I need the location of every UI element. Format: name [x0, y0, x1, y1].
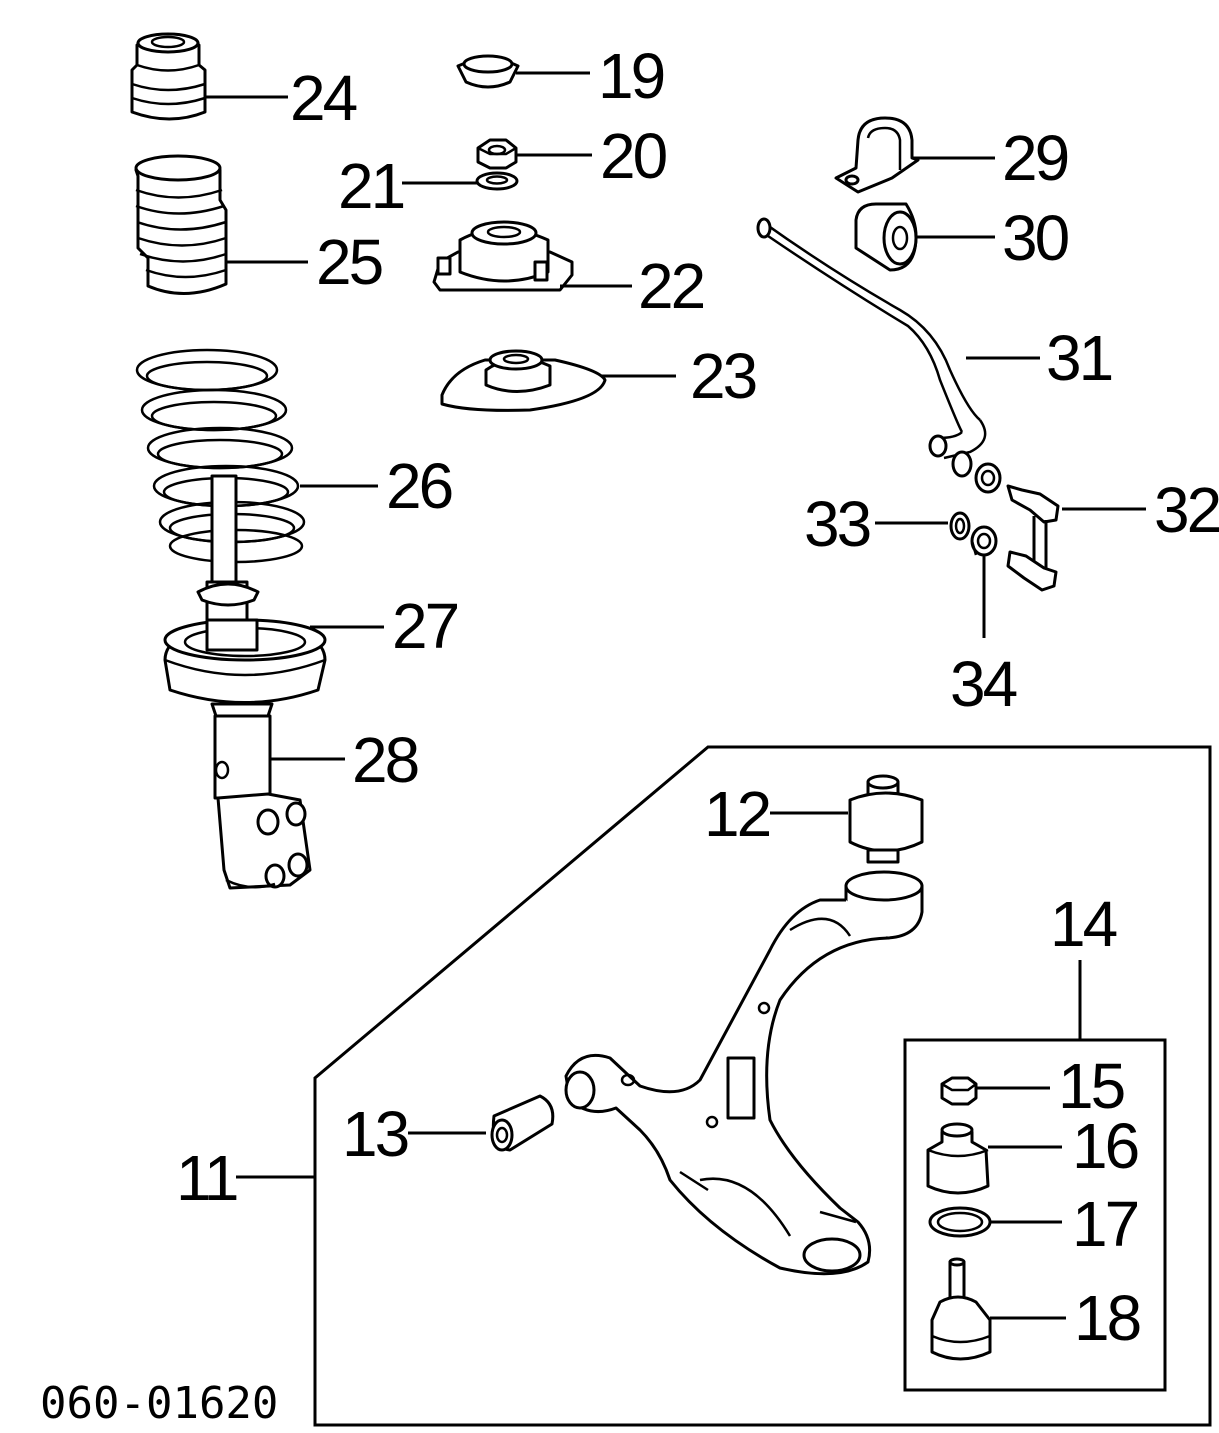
nut-part — [476, 138, 518, 170]
ball-joint-nut-part — [940, 1076, 978, 1106]
strut-spring-seat-part — [163, 580, 327, 704]
control-arm-rear-bushing-part — [848, 774, 924, 864]
strut-body-part — [210, 702, 312, 890]
control-arm-group-frame — [313, 745, 1212, 1427]
coil-spring-part — [135, 348, 306, 608]
stabilizer-link-part — [951, 450, 1060, 592]
callout-20: 20 — [600, 120, 667, 192]
stabilizer-bushing-part — [854, 202, 918, 272]
callout-23: 23 — [690, 340, 756, 412]
ball-joint-part — [930, 1257, 992, 1361]
stabilizer-bar-part — [756, 217, 987, 460]
callout-24: 24 — [290, 62, 357, 134]
callout-32: 32 — [1154, 474, 1219, 546]
callout-15: 15 — [1058, 1050, 1124, 1122]
diagram-code: 060-01620 — [40, 1378, 278, 1429]
callout-33: 33 — [804, 488, 870, 560]
callout-16: 16 — [1072, 1110, 1138, 1182]
control-arm-front-bushing-part — [490, 1094, 555, 1152]
callout-17: 17 — [1072, 1188, 1138, 1260]
callout-28: 28 — [352, 724, 418, 796]
strut-mount-part — [432, 220, 574, 292]
ball-joint-boot-part — [926, 1122, 990, 1195]
link-bushing-part — [970, 525, 998, 557]
spring-seat-part — [440, 349, 607, 412]
callout-27: 27 — [392, 590, 458, 662]
callout-34: 34 — [950, 648, 1017, 720]
callout-18: 18 — [1074, 1282, 1140, 1354]
callout-14: 14 — [1050, 888, 1117, 960]
callout-13: 13 — [342, 1098, 408, 1170]
lower-control-arm-part — [564, 870, 924, 1276]
ball-joint-group-frame — [903, 1038, 1167, 1392]
callout-21: 21 — [338, 150, 404, 222]
callout-31: 31 — [1046, 322, 1112, 394]
dust-boot-part — [134, 154, 228, 295]
callout-11: 11 — [176, 1142, 237, 1214]
callout-25: 25 — [316, 226, 382, 298]
snap-ring-part — [928, 1206, 992, 1238]
callout-26: 26 — [386, 450, 452, 522]
bump-stop-part — [130, 32, 207, 121]
callout-29: 29 — [1002, 122, 1068, 194]
callout-22: 22 — [638, 250, 704, 322]
cap-part — [456, 54, 520, 89]
callout-19: 19 — [598, 40, 664, 112]
link-washer-part — [949, 511, 971, 541]
washer-part — [475, 171, 519, 191]
stabilizer-bracket-part — [834, 116, 920, 194]
callout-30: 30 — [1002, 202, 1069, 274]
callout-12: 12 — [704, 778, 770, 850]
